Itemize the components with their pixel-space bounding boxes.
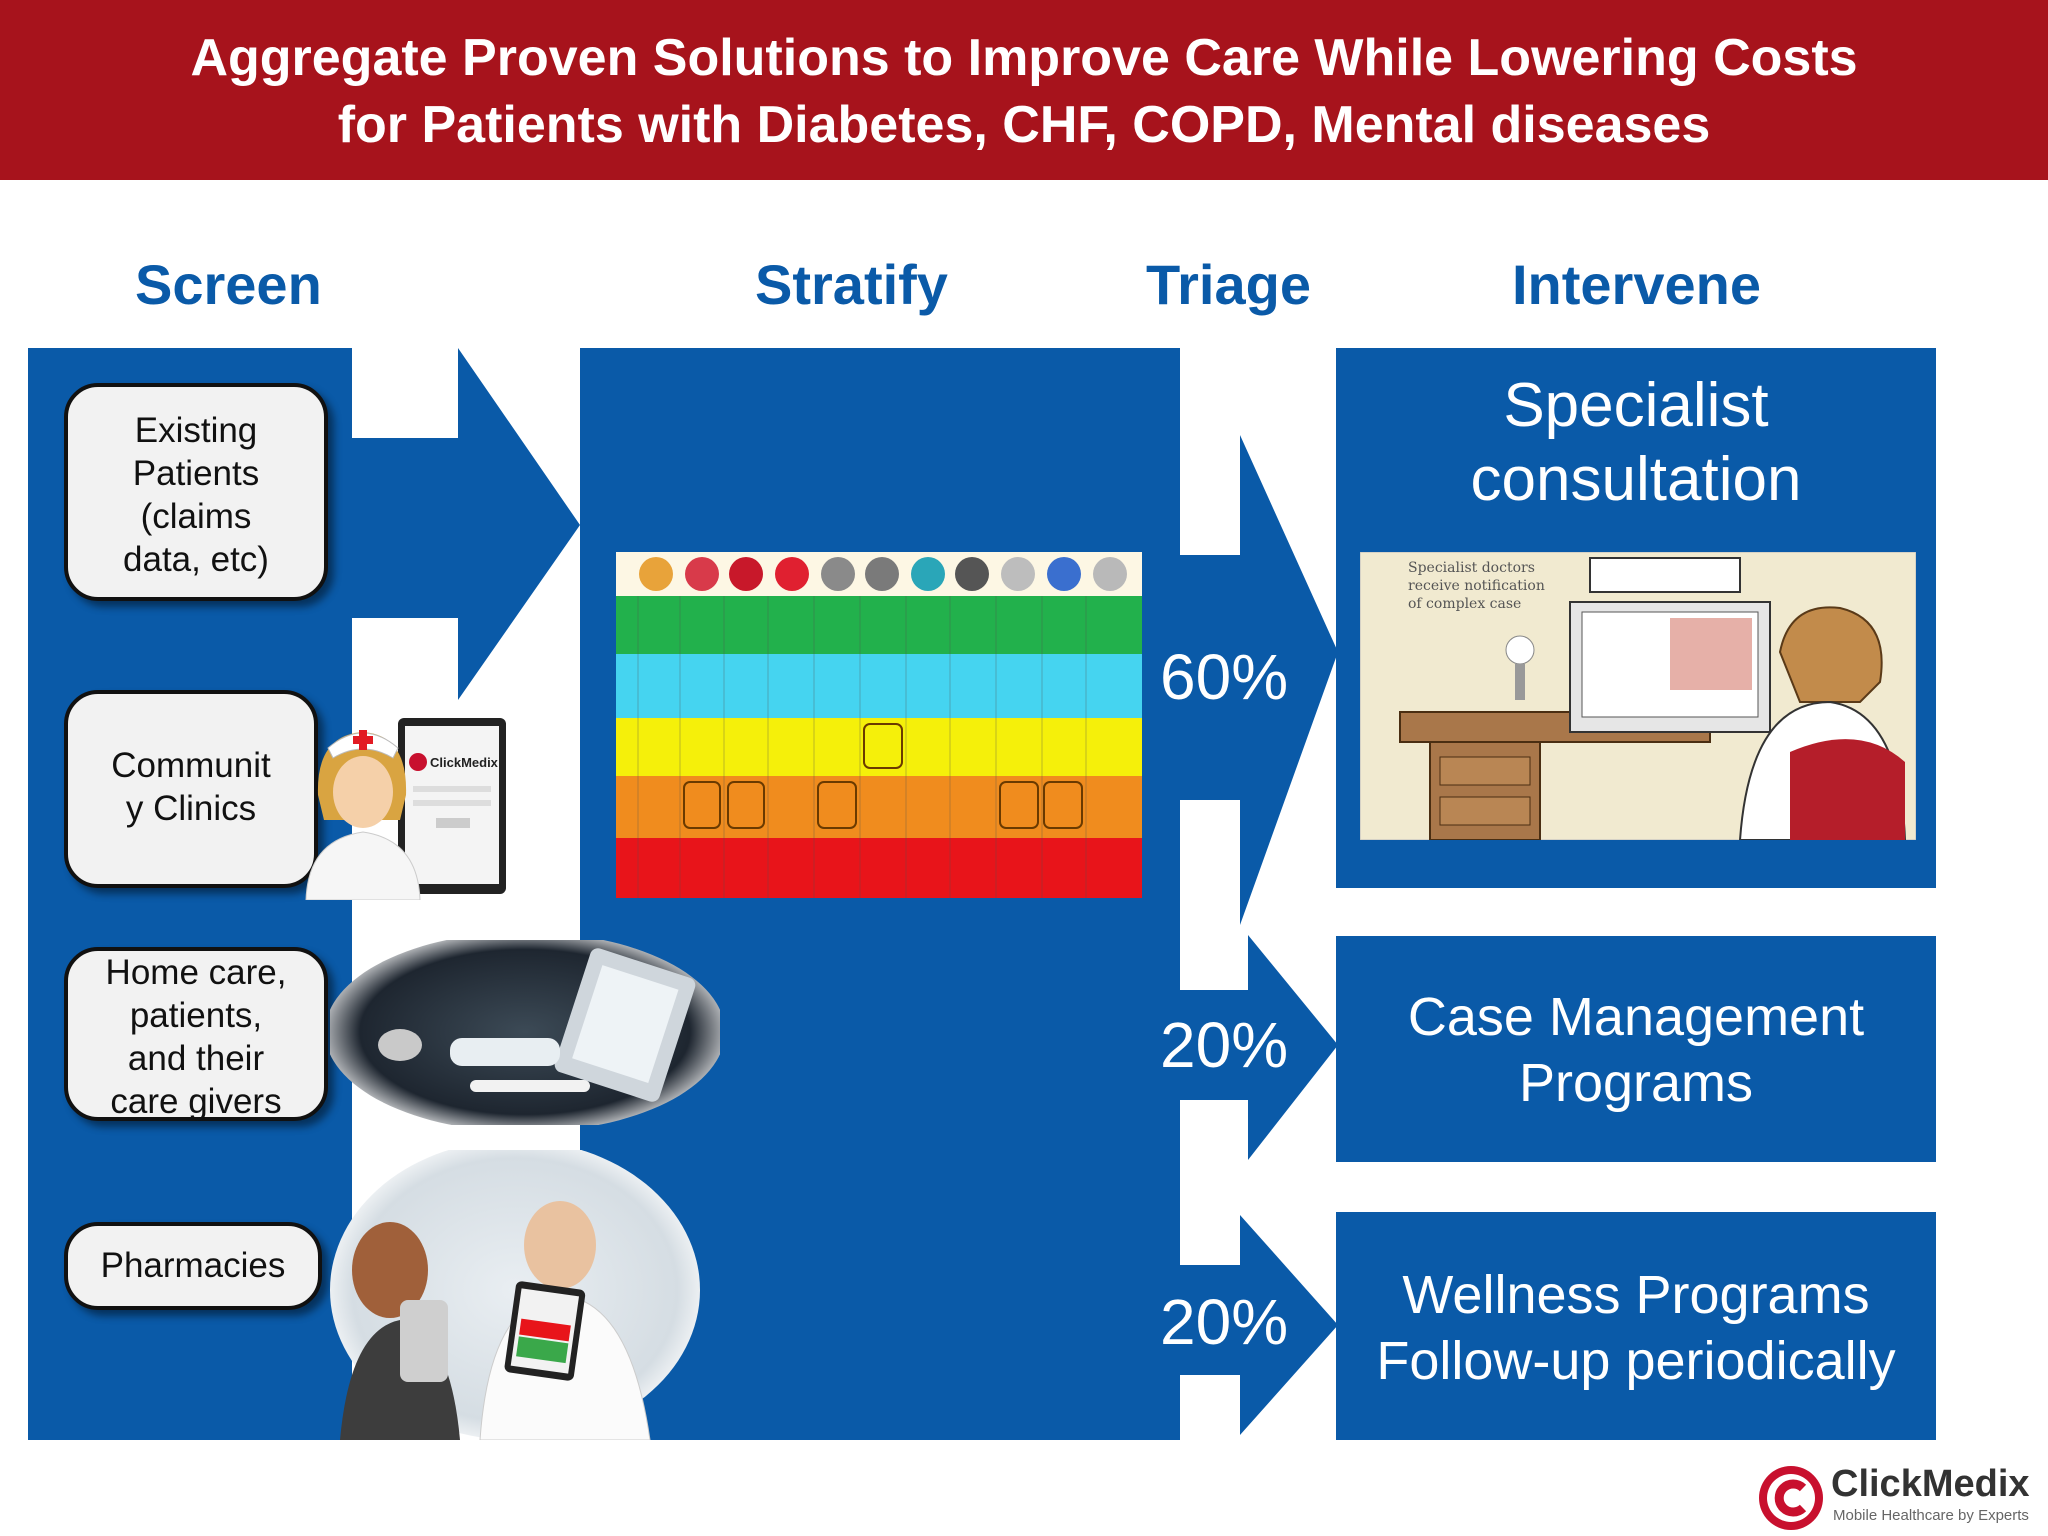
triage-arrow-60 [1180,435,1338,925]
nurse-tablet-illustration: ClickMedix [305,718,506,900]
triage-percent-20-wellness: 20% [1160,1286,1289,1358]
source-home-line-1: Home care, [105,953,287,992]
tablet-app-logo-icon [409,753,427,771]
nurse-body [305,831,421,900]
specialist-line-1: Specialist [1503,371,1769,440]
flower-icon [1505,635,1535,665]
risk-grid-lines [637,596,1087,898]
title-line-2: for Patients with Diabetes, CHF, COPD, M… [337,96,1711,154]
home-care-devices-photo [330,940,720,1125]
pharmacist-head [524,1201,596,1289]
source-pharmacies: Pharmacies [64,1222,322,1310]
triage-percent-60: 60% [1160,641,1289,713]
heart-icon [775,557,809,591]
patient-video [1670,618,1752,690]
risk-level-1 [616,596,1142,654]
title-banner: Aggregate Proven Solutions to Improve Ca… [0,0,2048,180]
mental-health-icon [1093,557,1127,591]
source-home-line-4: care givers [110,1082,282,1121]
customer-figure [352,1222,428,1318]
dental-icon [639,557,673,591]
stage-screen: Screen [135,253,322,316]
window-icon [1589,557,1741,593]
source-pharmacies-label: Pharmacies [100,1246,286,1285]
specialist-line-2: consultation [1470,445,1802,514]
source-existing-line-1: Existing [134,411,258,450]
glucose-meter-device [400,1300,448,1382]
stethoscope-icon [378,1029,422,1061]
source-existing-line-4: data, etc) [123,540,269,579]
tooth-icon [955,557,989,591]
bmi-icon [1047,557,1081,591]
blood-pressure-icon [685,557,719,591]
source-clinics-line-2: y Clinics [125,789,257,828]
risk-stratification-grid [616,552,1142,898]
nurse-face [333,756,393,828]
clickmedix-logo: ClickMedix Mobile Healthcare by Experts [1759,1463,2030,1530]
doctor-hair [1778,606,1883,703]
glucose-meter [450,1038,560,1066]
title-line-1: Aggregate Proven Solutions to Improve Ca… [190,29,1858,87]
specialist-caption-1: Specialist doctors [1408,560,1535,576]
risk-level-3 [616,718,1142,776]
intervene-wellness-box: Wellness Programs Follow-up periodically [1336,1212,1936,1440]
pen-device [470,1080,590,1092]
doctor-chair [1790,739,1905,840]
risk-icons [639,557,1127,591]
source-home-care: Home care, patients, and their care give… [64,947,328,1121]
pharmacy-photo [330,1150,700,1440]
specialist-caption-2: receive notification [1408,578,1545,594]
stage-triage: Triage [1146,253,1311,316]
risk-level-2 [616,654,1142,718]
source-clinics-line-1: Communit [111,746,271,785]
foot-icon [1001,557,1035,591]
logo-tagline: Mobile Healthcare by Experts [1833,1507,2029,1524]
wellness-line-1: Wellness Programs [1402,1265,1870,1325]
source-existing-patients: Existing Patients (claims data, etc) [64,383,328,601]
lungs-icon [821,557,855,591]
stage-stratify: Stratify [755,253,948,316]
wellness-line-2: Follow-up periodically [1376,1331,1896,1391]
body-icon [865,557,899,591]
stage-intervene: Intervene [1512,253,1761,316]
screen-to-stratify-arrow [352,348,580,700]
source-home-line-2: patients, [129,996,263,1035]
triage-percent-20-case: 20% [1160,1009,1289,1081]
case-line-1: Case Management [1407,987,1865,1047]
source-community-clinics: Communit y Clinics [64,690,318,888]
eye-icon [911,557,945,591]
source-existing-line-2: Patients [132,454,260,493]
intervene-case-management-box: Case Management Programs [1336,936,1936,1162]
triage-arrow-20a [1180,935,1338,1160]
source-home-line-3: and their [127,1039,265,1078]
specialist-caption-3: of complex case [1408,596,1521,612]
risk-level-5 [616,838,1142,898]
specialist-doctor-illustration: Specialist doctors receive notification … [1360,552,1916,840]
tablet-app-logo-text: ClickMedix [430,755,499,770]
source-existing-line-3: (claims [140,497,252,536]
case-line-2: Programs [1518,1053,1754,1113]
kidney-icon [729,557,763,591]
triage-arrow-20b [1180,1215,1338,1435]
logo-name: ClickMedix [1831,1463,2030,1505]
